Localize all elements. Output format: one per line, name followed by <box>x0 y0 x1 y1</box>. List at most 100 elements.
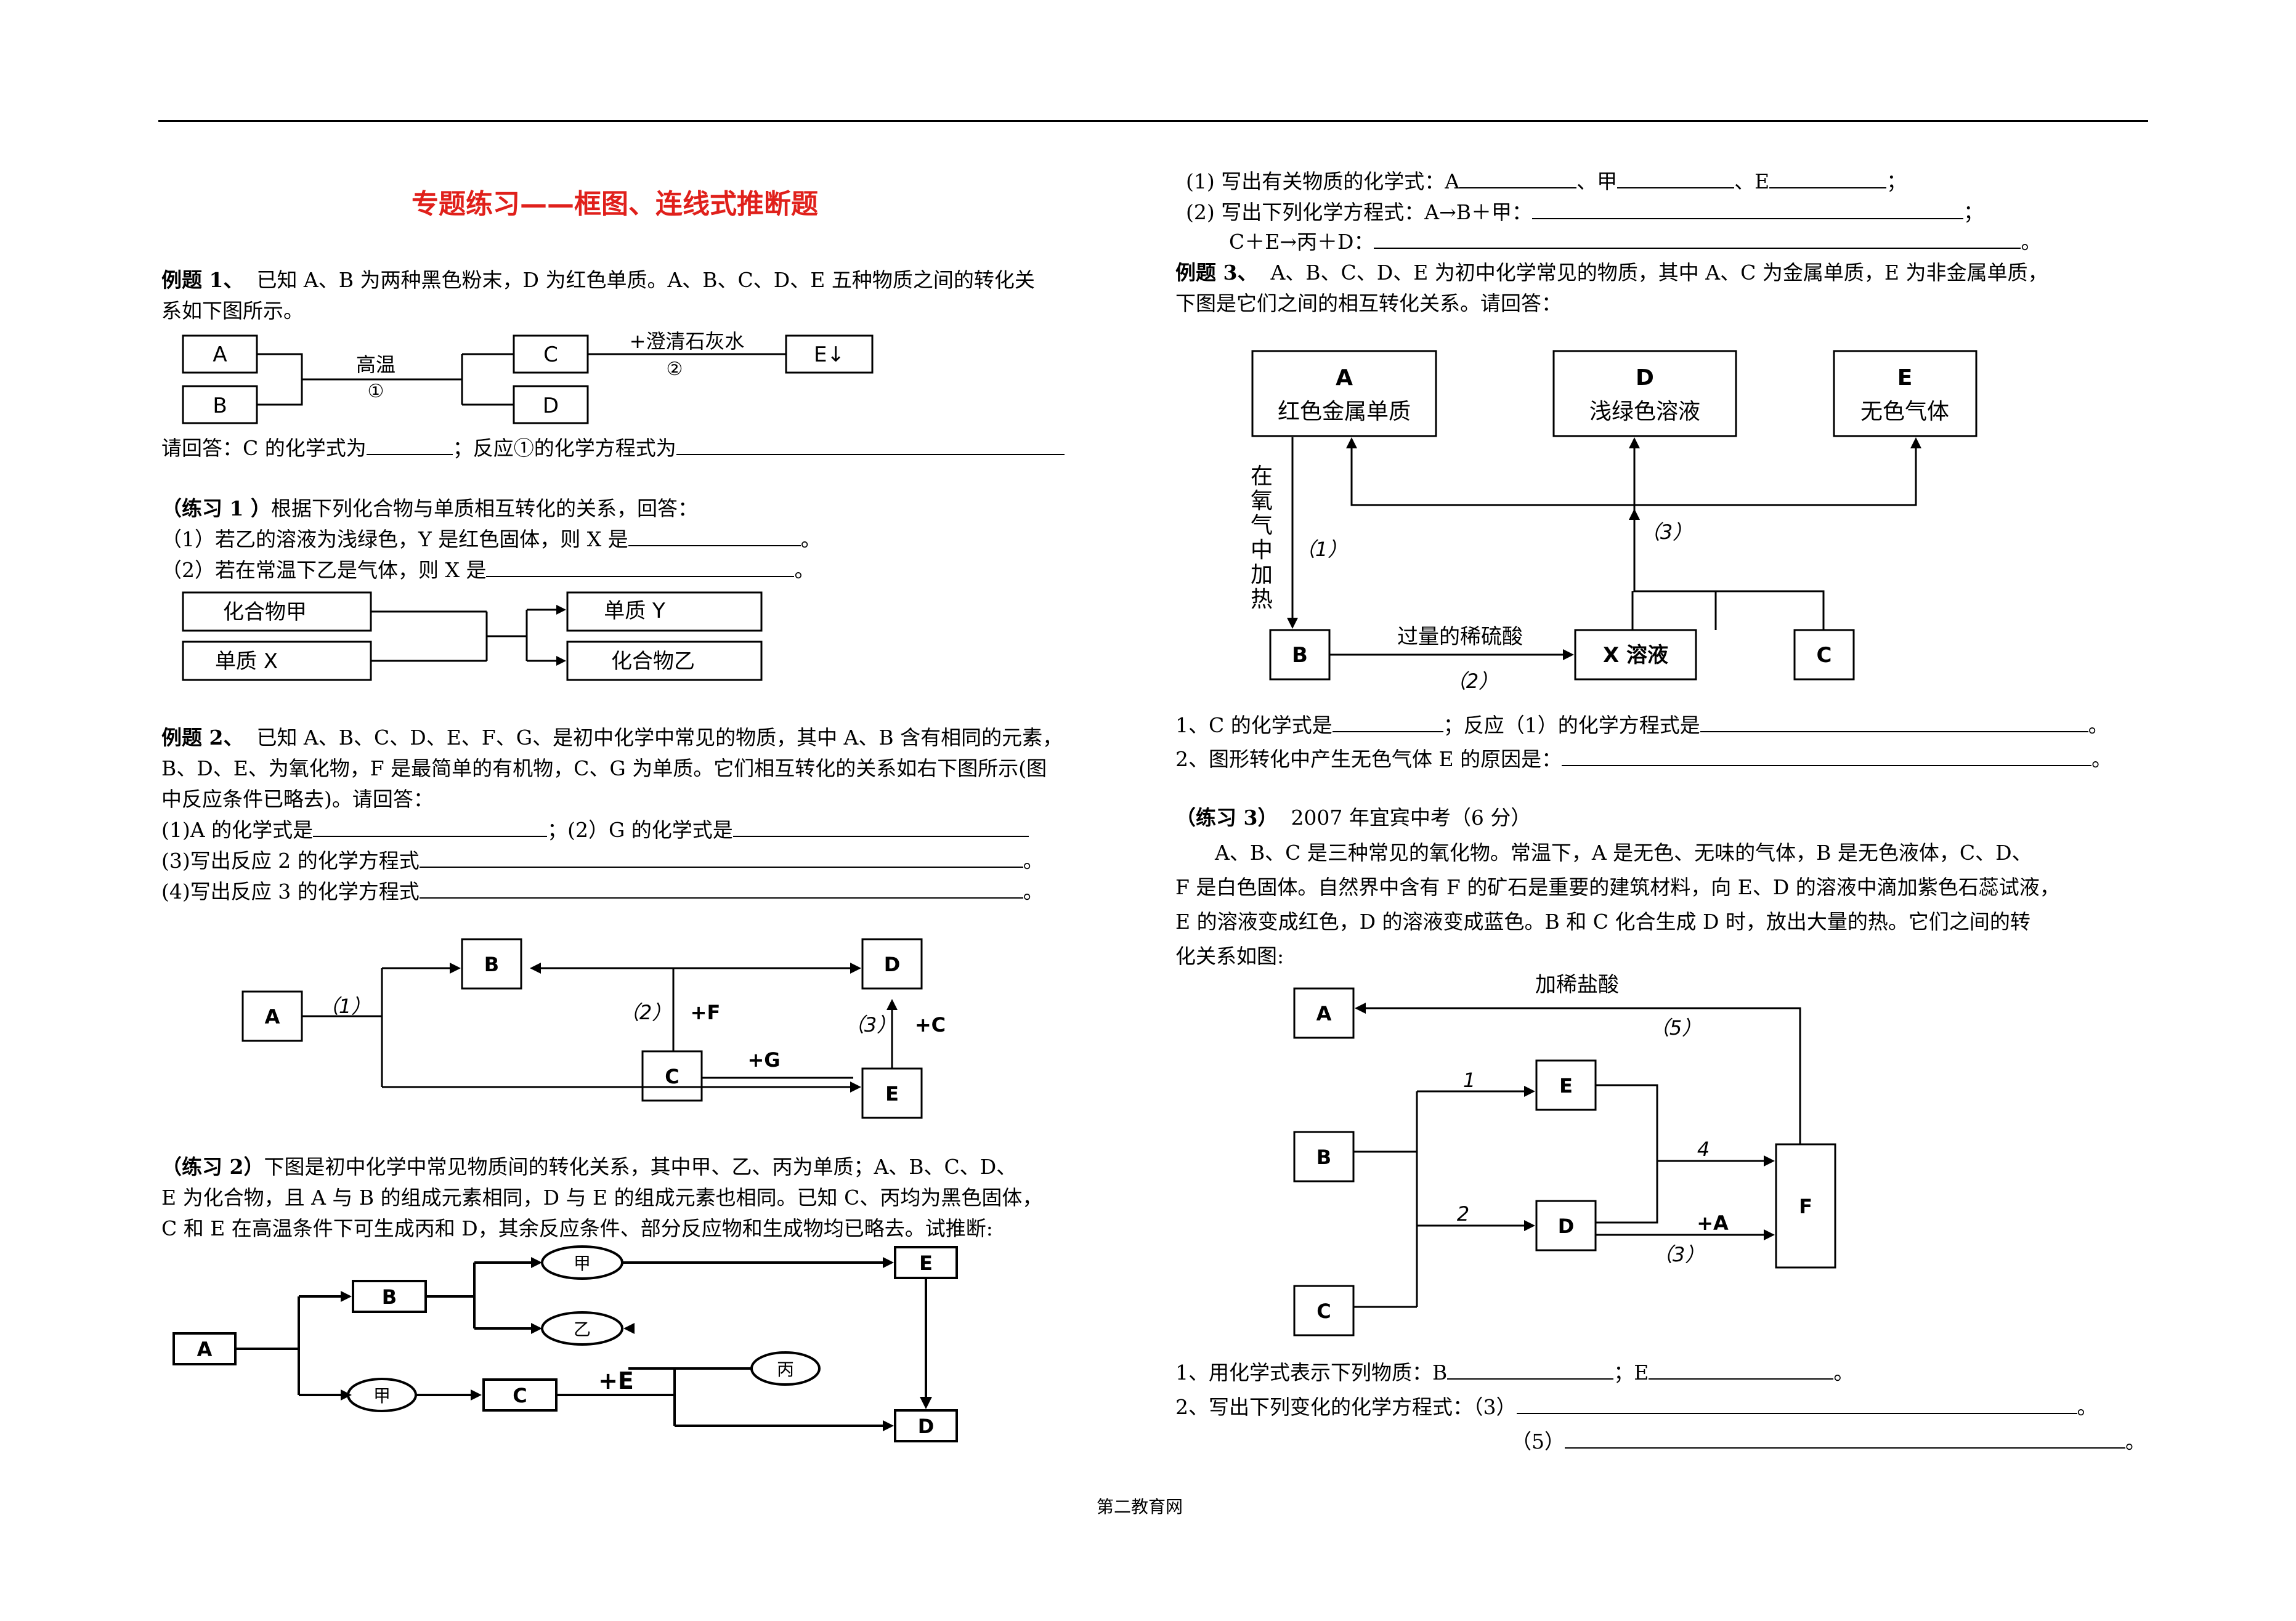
ex2-box-a: A <box>265 1005 280 1029</box>
ex1-num2: ② <box>667 358 683 380</box>
ex2-q2: ；(2）G 的化学式是 <box>547 818 733 842</box>
ex2-blank-3[interactable] <box>419 847 1023 868</box>
ex1-box-e: E↓ <box>814 342 845 367</box>
pr3-q1-c: 。 <box>1833 1360 1854 1385</box>
ex1-line2: 系如下图所示。 <box>161 299 304 323</box>
pr2-blank-eq1[interactable] <box>1531 198 1963 219</box>
ex3-line1: 例题 3、 A、B、C、D、E 为初中化学常见的物质，其中 A、C 为金属单质，… <box>1175 259 2048 287</box>
pr1-blank-2[interactable] <box>486 556 795 577</box>
ex1-question: 请回答：C 的化学式为；反应①的化学方程式为 <box>161 434 1065 463</box>
ex1-q-mid: ；反应①的化学方程式为 <box>452 436 676 460</box>
pr2-line2: E 为化合物，且 A 与 B 的组成元素相同，D 与 E 的组成元素也相同。已知… <box>161 1186 1043 1210</box>
pr3-q5-end: 。 <box>2125 1429 2146 1453</box>
pr3-line2: F 是白色固体。自然界中含有 F 的矿石是重要的建筑材料，向 E、D 的溶液中滴… <box>1175 875 2060 899</box>
ex3-r3: （3） <box>1641 520 1692 544</box>
pr1-q2: （2）若在常温下乙是气体，则 X 是 。 <box>161 556 814 584</box>
ex2-line3: 中反应条件已略去)。请回答： <box>161 787 434 811</box>
ex2-label: 例题 2、 <box>161 726 244 750</box>
pr2-q2-b: ； <box>1963 200 1984 224</box>
pr1-blank-1[interactable] <box>628 525 801 546</box>
ex2-pg: +G <box>747 1048 780 1072</box>
header-rule <box>158 120 2148 122</box>
pr1-q2-end: 。 <box>794 558 815 582</box>
ex2-q4: (4)写出反应 3 的化学方程式。 <box>161 878 1044 906</box>
pr3-box-f: F <box>1799 1195 1812 1218</box>
pr1-q1-end: 。 <box>800 527 821 551</box>
ex2-r2: （2） <box>620 1001 671 1024</box>
ex3-vert-2: 气 <box>1251 513 1273 538</box>
ex1-blank-c[interactable] <box>366 434 453 455</box>
ex3-line1-text: A、B、C、D、E 为初中化学常见的物质，其中 A、C 为金属单质，E 为非金属… <box>1270 261 2048 285</box>
pr1-q2-text: （2）若在常温下乙是气体，则 X 是 <box>161 558 487 582</box>
ex3-q1-a: 1、C 的化学式是 <box>1175 713 1333 737</box>
pr3-blank-5[interactable] <box>1565 1428 2125 1449</box>
ex1-box-b: B <box>213 394 227 418</box>
ex1-blank-eq[interactable] <box>676 434 1065 455</box>
ex3-blank-reason[interactable] <box>1562 745 2092 766</box>
ex2-q3-text: (3)写出反应 2 的化学方程式 <box>161 849 420 873</box>
ex1-box-d: D <box>543 394 559 418</box>
pr3-q5-text: （5） <box>1511 1429 1565 1453</box>
ex3-r1: （1） <box>1296 538 1347 561</box>
pr2-q1-d: ； <box>1886 169 1907 193</box>
pr1-q1-text: （1）若乙的溶液为浅绿色，Y 是红色固体，则 X 是 <box>161 527 628 551</box>
ex3-box-d-letter: D <box>1636 365 1654 390</box>
pr2-blank-a[interactable] <box>1459 168 1577 188</box>
ex3-box-a-letter: A <box>1336 365 1353 390</box>
pr3-blank-e[interactable] <box>1649 1359 1834 1380</box>
pr3-r5: （5） <box>1650 1016 1702 1040</box>
pr2-ellipse-jia2: 甲 <box>373 1386 391 1406</box>
ex2-line2: B、D、E、为氧化物，F 是最简单的有机物，C、G 为单质。它们相互转化的关系如… <box>161 756 1047 780</box>
ex2-r3: （3） <box>845 1013 896 1037</box>
ex2-line1: 例题 2、 已知 A、B、C、D、E、F、G、是初中化学中常见的物质，其中 A、… <box>161 724 1063 752</box>
pr2-q3-b: 。 <box>2021 230 2042 254</box>
pr3-q2-text: 2、写出下列变化的化学方程式：（3） <box>1175 1395 1517 1419</box>
pr3-blank-3[interactable] <box>1516 1393 2077 1414</box>
pr2-q3-a: C＋E→丙＋D： <box>1229 230 1374 254</box>
pr3-box-e: E <box>1559 1074 1573 1098</box>
pr3-box-b: B <box>1316 1146 1331 1169</box>
ex1-line1: 已知 A、B 为两种黑色粉末，D 为红色单质。A、B、C、D、E 五种物质之间的… <box>256 268 1035 292</box>
ex3-line2: 下图是它们之间的相互转化关系。请回答： <box>1175 291 1562 315</box>
pr3-q1: 1、用化学式表示下列物质：B；E。 <box>1175 1359 1854 1387</box>
ex3-box-b: B <box>1292 643 1308 668</box>
ex3-blank-eq[interactable] <box>1700 711 2088 732</box>
pr2-q2-a: (2) 写出下列化学方程式：A→B＋甲： <box>1186 200 1532 224</box>
pr2-ellipse-yi: 乙 <box>574 1319 591 1340</box>
ex3-box-e-desc: 无色气体 <box>1860 399 1949 424</box>
pr2-blank-jia[interactable] <box>1617 168 1735 188</box>
pr1-intro: （练习 1 ）根据下列化合物与单质相互转化的关系，回答： <box>161 495 698 523</box>
pr3-head: （练习 3） 2007 年宜宾中考（6 分） <box>1175 804 1531 832</box>
ex2-blank-g[interactable] <box>732 816 1029 837</box>
ex3-q1: 1、C 的化学式是；反应（1）的化学方程式是。 <box>1175 711 2109 740</box>
pr1-box-y: 单质 Y <box>604 599 665 623</box>
pr2-blank-e[interactable] <box>1769 168 1887 188</box>
ex2-blank-4[interactable] <box>419 878 1023 899</box>
ex3-vert-4: 加 <box>1251 562 1273 588</box>
ex3-q2-text: 2、图形转化中产生无色气体 E 的原因是： <box>1175 747 1562 771</box>
ex3-blank-c[interactable] <box>1332 711 1443 732</box>
pr3-blank-b[interactable] <box>1447 1359 1614 1380</box>
ex3-box-a-desc: 红色金属单质 <box>1278 399 1411 424</box>
ex2-blank-a[interactable] <box>313 816 548 837</box>
ex3-q1-b: ；反应（1）的化学方程式是 <box>1443 713 1700 737</box>
footer: 第二教育网 <box>1097 1497 1183 1517</box>
pr2-q1: (1) 写出有关物质的化学式：A、甲、E； <box>1186 168 1907 196</box>
pr3-r2: 2 <box>1457 1202 1469 1226</box>
pr1-label: （练习 1 ） <box>161 496 271 520</box>
ex2-q4-text: (4)写出反应 3 的化学方程式 <box>161 879 420 903</box>
pr1-box-jia: 化合物甲 <box>223 600 307 625</box>
pr3-box-a: A <box>1316 1002 1332 1025</box>
ex3-vert-5: 热 <box>1251 587 1273 612</box>
ex2-line1-text: 已知 A、B、C、D、E、F、G、是初中化学中常见的物质，其中 A、B 含有相同… <box>256 726 1063 750</box>
pr3-line4: 化关系如图: <box>1175 944 1284 968</box>
pr3-acid: 加稀盐酸 <box>1535 972 1619 997</box>
pr3-q1-b: ；E <box>1613 1360 1649 1385</box>
pr3-line3: E 的溶液变成红色，D 的溶液变成蓝色。B 和 C 化合生成 D 时，放出大量的… <box>1175 910 2030 934</box>
ex2-q1: (1)A 的化学式是 <box>161 818 314 842</box>
pr2-line1: （练习 2）下图是初中化学中常见物质间的转化关系，其中甲、乙、丙为单质；A、B、… <box>161 1153 1016 1181</box>
pr3-r1: 1 <box>1463 1069 1475 1092</box>
ex2-r1: （1） <box>319 995 371 1018</box>
pr3-line1: A、B、C 是三种常见的氧化物。常温下，A 是无色、无味的气体，B 是无色液体，… <box>1215 841 2032 865</box>
pr2-blank-eq2[interactable] <box>1374 228 2021 249</box>
